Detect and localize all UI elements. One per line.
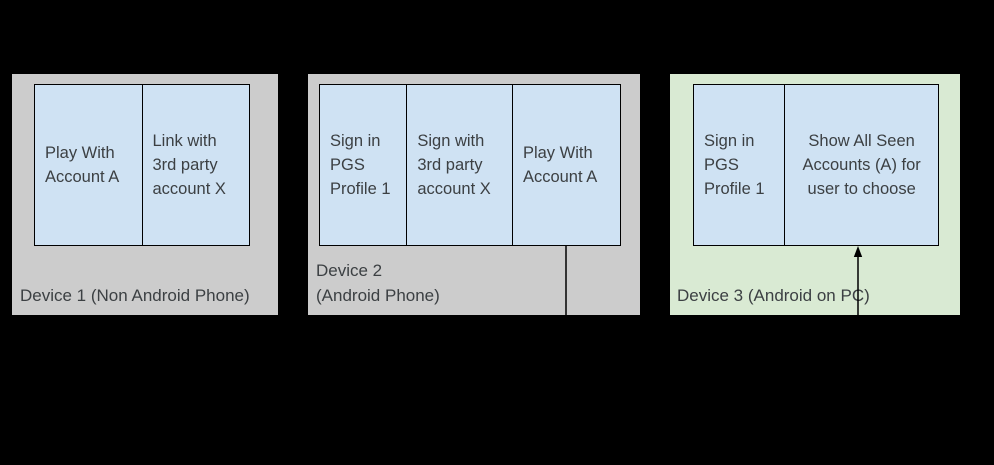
device-3-label: Device 3 (Android on PC): [677, 286, 870, 305]
device-1-steps-table: Play With Account A Link with 3rd party …: [34, 84, 250, 246]
device-3-container: Sign in PGS Profile 1 Show All Seen Acco…: [670, 74, 960, 315]
device-2-container: Sign in PGS Profile 1 Sign with 3rd part…: [308, 74, 640, 315]
device-1-label: Device 1 (Non Android Phone): [20, 286, 250, 305]
step-device3-sign-in-pgs-profile-1: Sign in PGS Profile 1: [694, 85, 786, 245]
step-device1-play-with-account-a: Play With Account A: [35, 85, 143, 245]
device-1-container: Play With Account A Link with 3rd party …: [12, 74, 278, 315]
step-device3-show-all-seen-accounts: Show All Seen Accounts (A) for user to c…: [785, 85, 938, 245]
device-2-steps-table: Sign in PGS Profile 1 Sign with 3rd part…: [319, 84, 621, 246]
step-device2-sign-in-pgs-profile-1: Sign in PGS Profile 1: [320, 85, 408, 245]
step-device2-play-with-account-a: Play With Account A: [512, 85, 620, 245]
step-device2-sign-with-3rd-party-account-x: Sign with 3rd party account X: [407, 85, 513, 245]
device-3-steps-table: Sign in PGS Profile 1 Show All Seen Acco…: [693, 84, 939, 246]
device-2-label: Device 2 (Android Phone): [316, 261, 440, 305]
step-device1-link-3rd-party-account-x: Link with 3rd party account X: [142, 85, 249, 245]
